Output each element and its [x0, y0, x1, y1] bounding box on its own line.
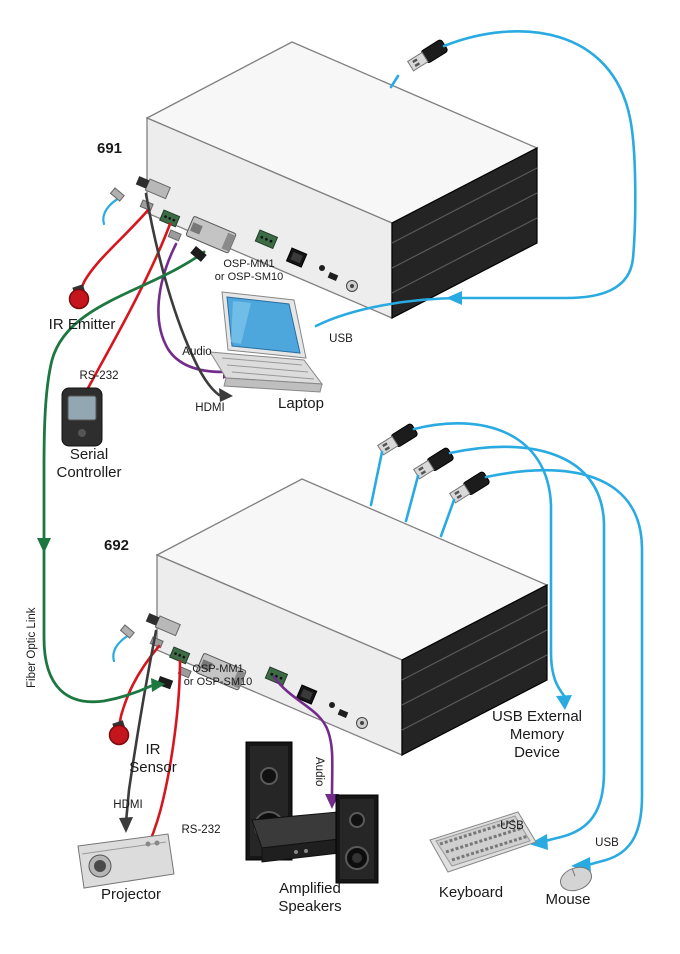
serial-controller-label: Serial Controller: [56, 446, 122, 481]
amplifier-icon: [251, 811, 349, 863]
keyboard-illustration: [429, 811, 537, 873]
ir-emitter-icon: [68, 284, 90, 310]
laptop-label: Laptop: [278, 395, 324, 412]
usb-cable-mouse: [484, 468, 644, 868]
laptop-illustration: [209, 291, 324, 393]
fiber-optic-cable: [42, 250, 206, 704]
hdmi-cable-projector: [124, 629, 158, 824]
jack-cable: [112, 632, 133, 663]
mouse-label: Mouse: [545, 891, 591, 908]
usb-cable-keyboard: [448, 445, 606, 844]
arrowhead: [37, 538, 51, 553]
audio-label-bottom: Audio: [313, 757, 325, 787]
rs232-label-top: RS-232: [79, 370, 119, 382]
amplified-speakers-label: Amplified Speakers: [278, 880, 342, 915]
rs232-cable-controller: [85, 222, 172, 392]
usb-label-top: USB: [329, 333, 353, 345]
arrowhead: [119, 817, 133, 833]
serial-controller-icon: [61, 387, 103, 447]
usb-cable-memory: [412, 422, 567, 699]
arrowhead: [446, 291, 462, 305]
hdmi-label-top: HDMI: [195, 402, 225, 414]
ir-sensor-icon: [108, 720, 130, 746]
ir-emitter-label: IR Emitter: [48, 316, 116, 333]
transmitter-device: [146, 41, 538, 319]
audio-cable-speakers: [272, 675, 334, 801]
receiver-module-label: OSP-MM1 or OSP-SM10: [183, 663, 253, 688]
speaker-icon: [335, 794, 379, 884]
usb-label-keyboard: USB: [500, 820, 524, 832]
jack-cable: [102, 195, 123, 226]
usb-cable-stub: [389, 74, 400, 89]
fiber-optic-link-label: Fiber Optic Link: [26, 607, 38, 688]
usb-cable-stub: [369, 450, 384, 507]
arrowhead: [219, 388, 233, 402]
usb-cable-laptop: [314, 30, 637, 328]
jack-plug-icon: [119, 624, 135, 639]
receiver-model-label: 692: [104, 537, 130, 554]
usb-external-memory-label: USB External Memory Device: [491, 708, 583, 761]
usb-plug-icon: [376, 422, 419, 457]
usb-cable-stub: [439, 498, 456, 538]
rs232-label-bottom: RS-232: [181, 824, 221, 836]
arrowhead: [529, 834, 548, 850]
usb-plug-icon: [412, 446, 455, 481]
transmitter-module-label: OSP-MM1 or OSP-SM10: [214, 258, 284, 283]
audio-label-top: Audio: [182, 346, 212, 358]
arrowhead: [556, 695, 572, 710]
usb-cable-stub: [404, 474, 420, 523]
mouse-illustration: [560, 866, 592, 892]
usb-label-mouse: USB: [595, 837, 619, 849]
hdmi-cable-laptop: [144, 192, 221, 397]
ir-sensor-label: IR Sensor: [129, 741, 177, 776]
rs232-cable-projector: [147, 659, 182, 846]
usb-plug-icon: [448, 470, 491, 505]
jack-plug-icon: [109, 187, 125, 202]
projector-illustration: [77, 833, 175, 889]
usb-plug-icon: [406, 38, 449, 73]
ir-emitter-cable: [78, 207, 151, 294]
keyboard-label: Keyboard: [438, 884, 504, 901]
fiber-connector-icon: [190, 246, 207, 262]
hdmi-label-bottom: HDMI: [113, 799, 143, 811]
arrowhead: [151, 678, 165, 692]
projector-label: Projector: [100, 886, 162, 903]
transmitter-model-label: 691: [97, 140, 123, 157]
